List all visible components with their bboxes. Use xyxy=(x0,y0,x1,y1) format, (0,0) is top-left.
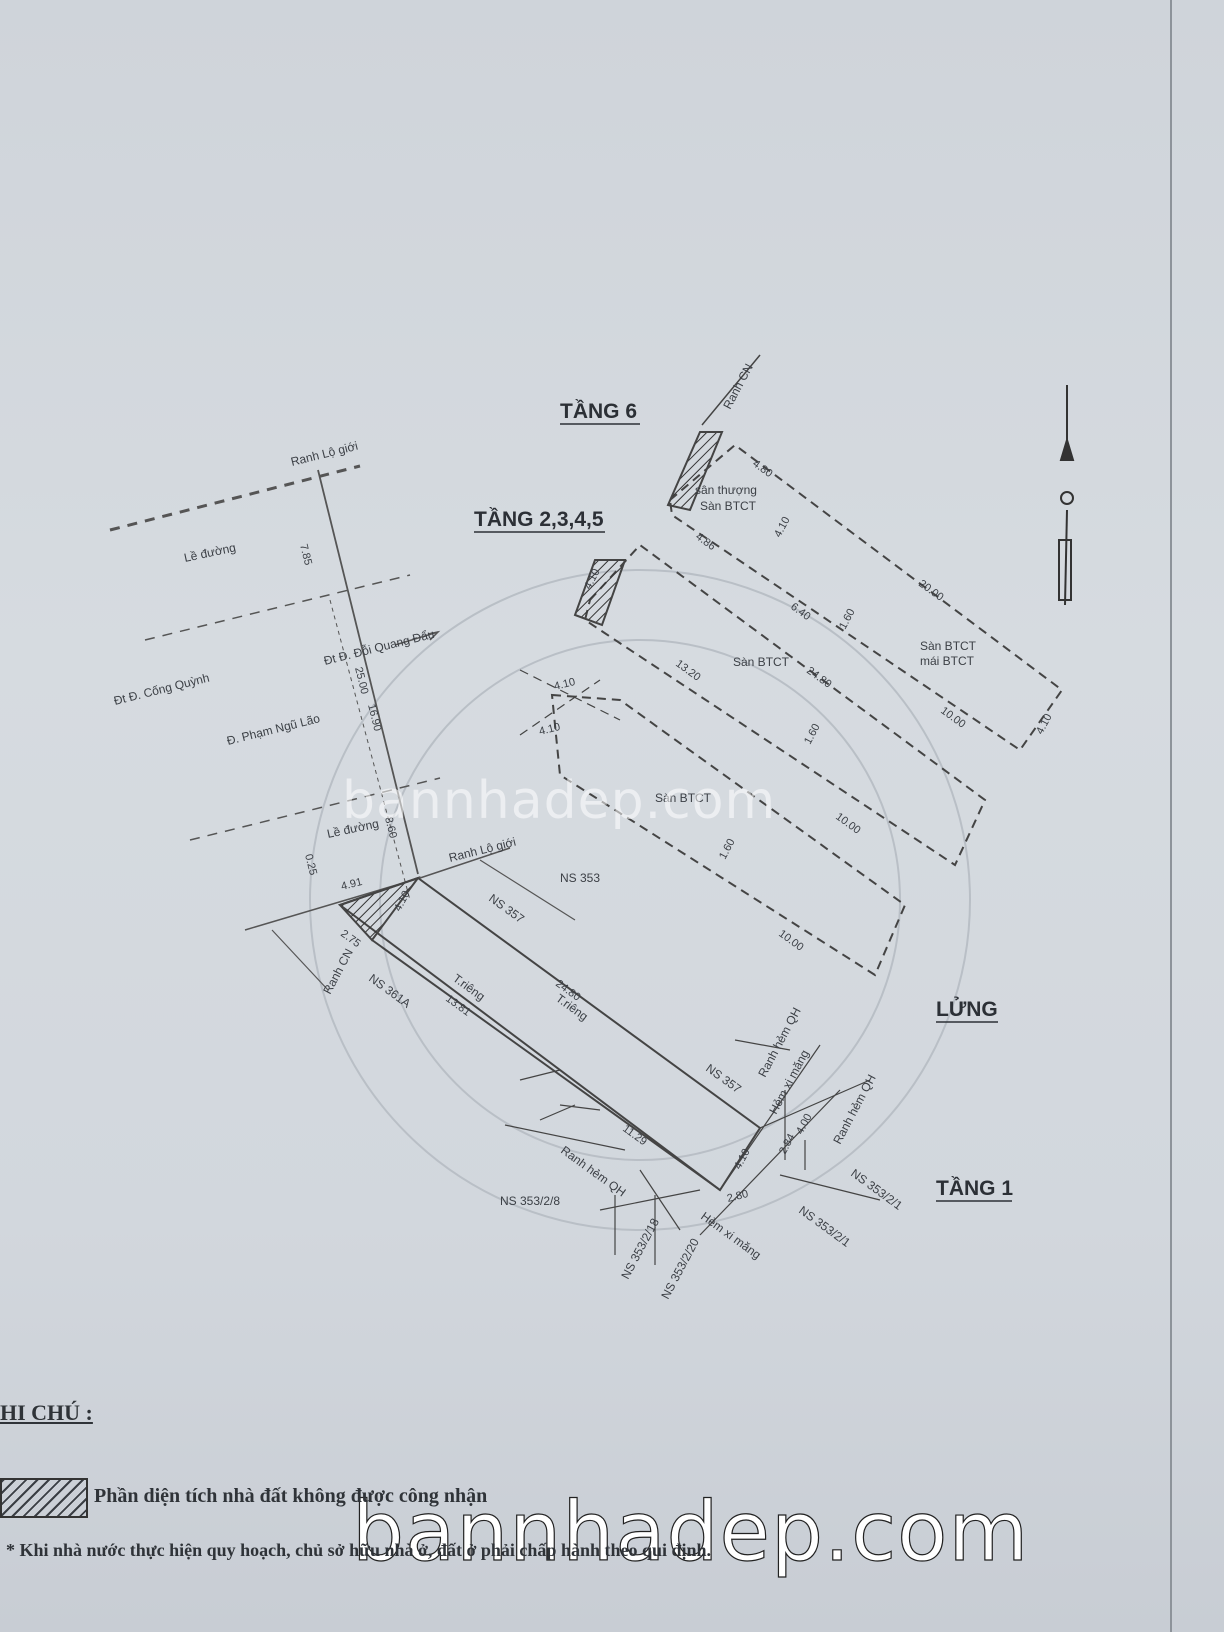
label-ns-353-2-8: NS 353/2/8 xyxy=(500,1194,560,1208)
label-mai-btct: mái BTCT xyxy=(920,654,975,668)
dim-4-10-g: 4.10 xyxy=(1034,712,1055,737)
dim-2-80: 2.80 xyxy=(726,1188,750,1205)
dim-24-80-b: 24.80 xyxy=(804,665,833,691)
label-san-btct-lung: Sàn BTCT xyxy=(655,791,712,805)
hatch-legend-swatch xyxy=(0,1478,88,1518)
hatch-legend-text: Phần diện tích nhà đất không được công n… xyxy=(94,1485,488,1507)
dim-4-10-f: 4.10 xyxy=(772,515,793,540)
label-ranh-cn-top: Ranh CN xyxy=(720,361,756,411)
label-san-btct-right: Sàn BTCT xyxy=(920,639,977,653)
label-san-thuong: sân thượng xyxy=(695,483,757,497)
label-ranh-lo-gioi-2: Ranh Lộ giới xyxy=(447,835,517,865)
dim-10-00-b: 10.00 xyxy=(833,811,862,837)
dim-4-80: 4.80 xyxy=(750,458,774,480)
heading-lung: LỬNG xyxy=(936,997,998,1021)
dim-2-75: 2.75 xyxy=(338,928,362,950)
dim-13-81: 13.81 xyxy=(443,993,472,1019)
dim-10-00-a: 10.00 xyxy=(938,705,967,731)
dim-0-25: 0.25 xyxy=(302,853,319,877)
label-le-duong: Lề đường xyxy=(183,540,237,565)
label-ranh-lo-gioi: Ranh Lộ giới xyxy=(289,439,359,469)
dim-20-00: 20.00 xyxy=(916,578,945,604)
dim-10-00-c: 10.00 xyxy=(776,928,805,954)
label-san-btct-6: Sàn BTCT xyxy=(700,499,757,513)
label-ns-361a: NS 361A xyxy=(366,971,413,1011)
ground-floor-lot xyxy=(337,875,881,1265)
page-fold-line xyxy=(1170,0,1172,1632)
label-ns-353-2-20: NS 353/2/20 xyxy=(658,1236,702,1302)
label-ns-353-2-1-a: NS 353/2/1 xyxy=(848,1166,905,1213)
dim-13-20: 13.20 xyxy=(673,658,702,684)
dim-4-00: 4.00 xyxy=(794,1112,815,1137)
notes-title: HI CHÚ : xyxy=(0,1400,93,1425)
dim-8-60: 8.60 xyxy=(382,816,399,840)
watermark-small: bannhadep.com xyxy=(342,771,776,831)
dim-1-60-b: 1.60 xyxy=(802,722,823,747)
label-ranh-hem-qh-c: Ranh hẻm QH xyxy=(558,1143,628,1199)
heading-tang-2-5: TẦNG 2,3,4,5 xyxy=(474,508,604,531)
watermark-large: bannhadep.com xyxy=(352,1485,1029,1580)
label-street-cong-quynh: Đt Đ. Cống Quỳnh xyxy=(112,671,211,708)
label-street-pham-ngu-lao: Đ. Phạm Ngũ Lão xyxy=(225,711,321,748)
dim-7-85: 7.85 xyxy=(297,543,314,567)
dim-4-91: 4.91 xyxy=(340,876,364,893)
heading-tang-6: TẦNG 6 xyxy=(560,400,637,423)
planning-footnote: * Khi nhà nước thực hiện quy hoạch, chủ … xyxy=(6,1540,712,1560)
dim-4-10-d: 4.10 xyxy=(553,676,577,693)
dim-4-10-b: 4.10 xyxy=(732,1147,753,1172)
dim-1-60-a: 1.60 xyxy=(837,607,858,632)
floor-6-outline xyxy=(666,354,1064,752)
label-ns-353: NS 353 xyxy=(560,871,600,885)
label-street-doi-quang-dau: Đt Đ. Đỗi Quang Đẩu xyxy=(322,626,436,668)
road-plan xyxy=(109,464,576,991)
dim-6-40: 6.40 xyxy=(788,601,812,623)
heading-tang-1: TẦNG 1 xyxy=(936,1177,1013,1200)
dim-2-84: 2.84 xyxy=(777,1132,798,1157)
floors-2-5-outline xyxy=(573,543,987,867)
north-arrow-icon xyxy=(1058,385,1075,606)
label-san-btct-mid: Sàn BTCT xyxy=(733,655,790,669)
mezzanine-outline xyxy=(519,669,907,977)
label-ns-357-a: NS 357 xyxy=(486,891,527,926)
dim-4-86: 4.86 xyxy=(693,531,717,553)
label-ranh-cn-bottom: Ranh CN xyxy=(320,946,356,996)
dim-1-60-c: 1.60 xyxy=(717,837,738,862)
label-ns-353-2-1-b: NS 353/2/1 xyxy=(796,1203,853,1250)
dim-16-90: 16.90 xyxy=(365,703,383,733)
dim-4-10-c: 4.10 xyxy=(538,721,562,738)
